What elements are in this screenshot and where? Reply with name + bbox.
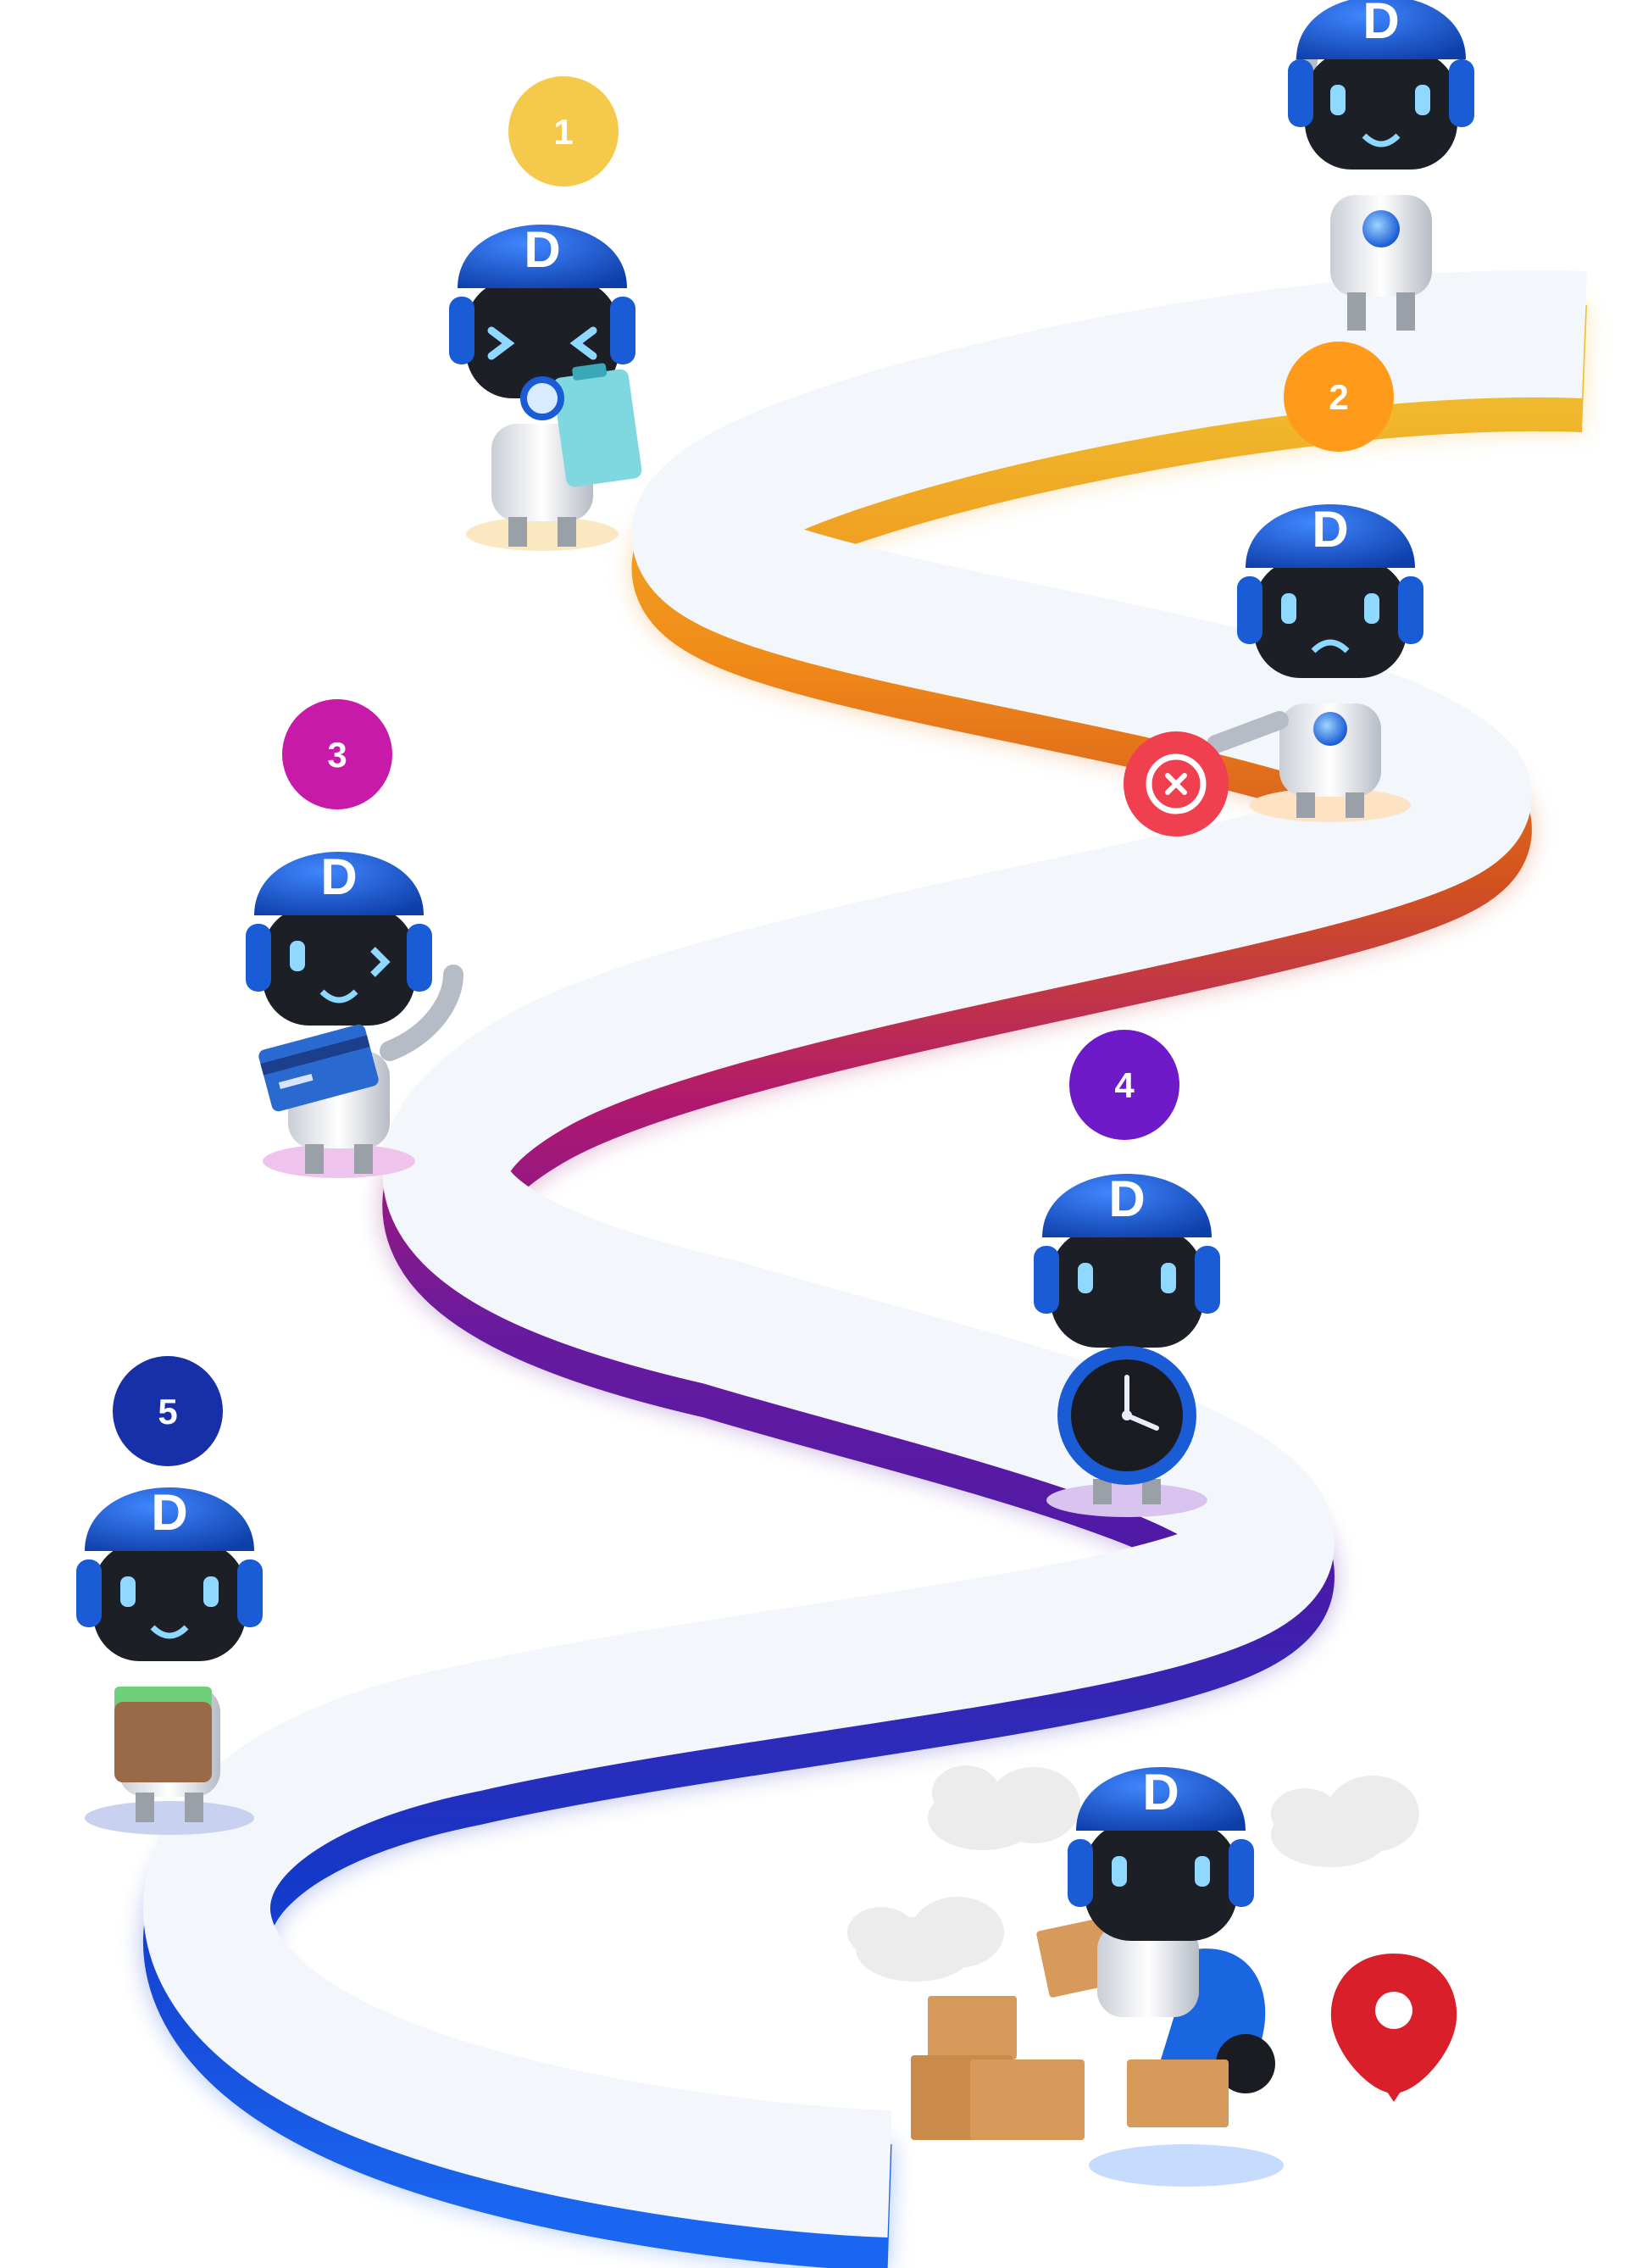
step-badge-5-circle xyxy=(113,1356,223,1466)
step-badge-4-circle xyxy=(1069,1030,1179,1140)
step-badge-4-number: 4 xyxy=(1114,1065,1135,1105)
winding-road xyxy=(143,270,1588,2268)
alarm-clock-icon xyxy=(1057,1346,1196,1485)
robot-card: D xyxy=(246,848,463,1178)
step-badge-2-circle xyxy=(1284,342,1394,452)
step-badge-3: 3 xyxy=(282,699,392,809)
helmet-logo: D xyxy=(524,221,560,278)
cloud-icon xyxy=(928,1765,1080,1850)
robot-waving: D xyxy=(1288,0,1474,331)
step-badge-1-number: 1 xyxy=(553,112,573,152)
helmet-logo: D xyxy=(1362,0,1399,49)
step-badge-4: 4 xyxy=(1069,1030,1179,1140)
step-badge-5: 5 xyxy=(113,1356,223,1466)
robot-clock: D xyxy=(1034,1170,1220,1517)
robot-scooter: D xyxy=(1068,1764,1284,2187)
robot-clipboard: D xyxy=(449,221,642,551)
step-badge-1-circle xyxy=(508,76,619,186)
step-badge-2-number: 2 xyxy=(1329,377,1348,417)
cloud-icon xyxy=(1271,1776,1419,1867)
magnifier-icon xyxy=(520,376,564,420)
helmet-logo: D xyxy=(1312,501,1348,558)
map-pin-icon xyxy=(1330,1954,1457,2102)
clipboard-icon xyxy=(552,363,642,487)
step-badge-3-circle xyxy=(282,699,392,809)
step-badge-5-number: 5 xyxy=(158,1392,177,1431)
credit-card-icon xyxy=(258,1024,379,1112)
step-badge-1: 1 xyxy=(508,76,619,186)
wallet-icon xyxy=(114,1687,212,1782)
helmet-logo: D xyxy=(320,848,357,905)
helmet-logo: D xyxy=(151,1484,187,1541)
step-badge-2: 2 xyxy=(1284,342,1394,452)
helmet-logo: D xyxy=(1108,1170,1145,1227)
robot-wallet: D xyxy=(76,1484,263,1835)
robot-cancel: D xyxy=(1207,501,1423,822)
step-badge-3-number: 3 xyxy=(327,735,347,775)
close-circle-icon xyxy=(1124,731,1229,837)
helmet-logo: D xyxy=(1142,1764,1179,1821)
package-box-icon xyxy=(911,1918,1116,2140)
cloud-icon xyxy=(847,1897,1004,1982)
